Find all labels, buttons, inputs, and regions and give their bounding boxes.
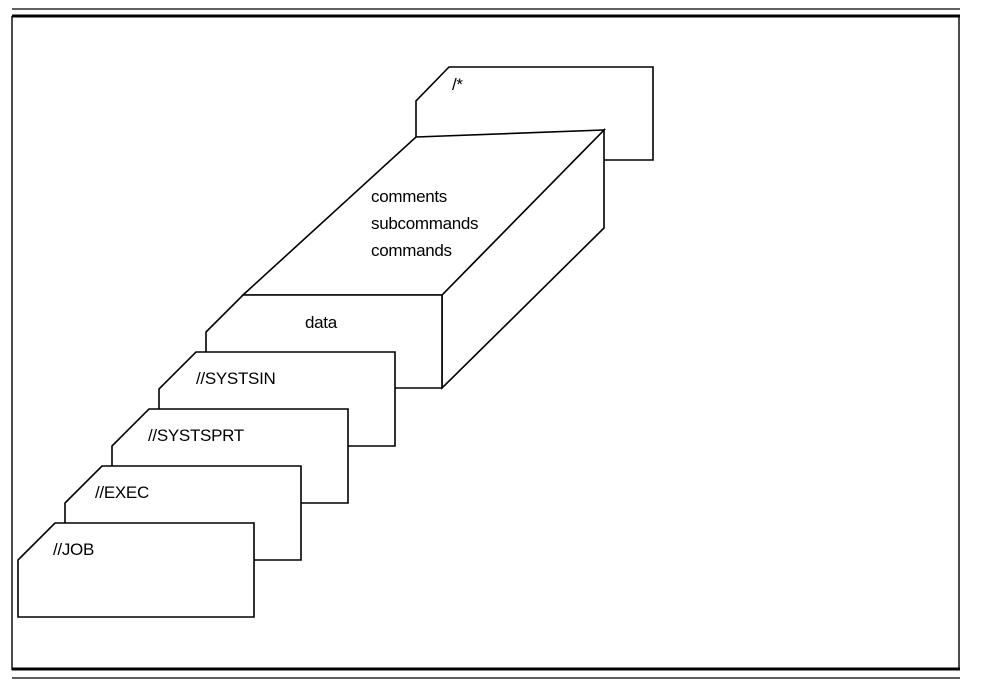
exec-label: //EXEC	[95, 483, 149, 502]
commands-label: commands	[371, 241, 452, 260]
job-label: //JOB	[53, 540, 94, 559]
figure-border	[11, 8, 960, 679]
job-card: //JOB	[17, 522, 255, 618]
data-label: data	[305, 313, 338, 332]
systsprt-label: //SYSTSPRT	[148, 426, 244, 445]
systsin-label: //SYSTSIN	[196, 369, 276, 388]
comments-label: comments	[371, 187, 447, 206]
end-marker-label: /*	[452, 75, 463, 94]
subcommands-label: subcommands	[371, 214, 478, 233]
data-block: comments subcommands commands data	[205, 128, 606, 390]
